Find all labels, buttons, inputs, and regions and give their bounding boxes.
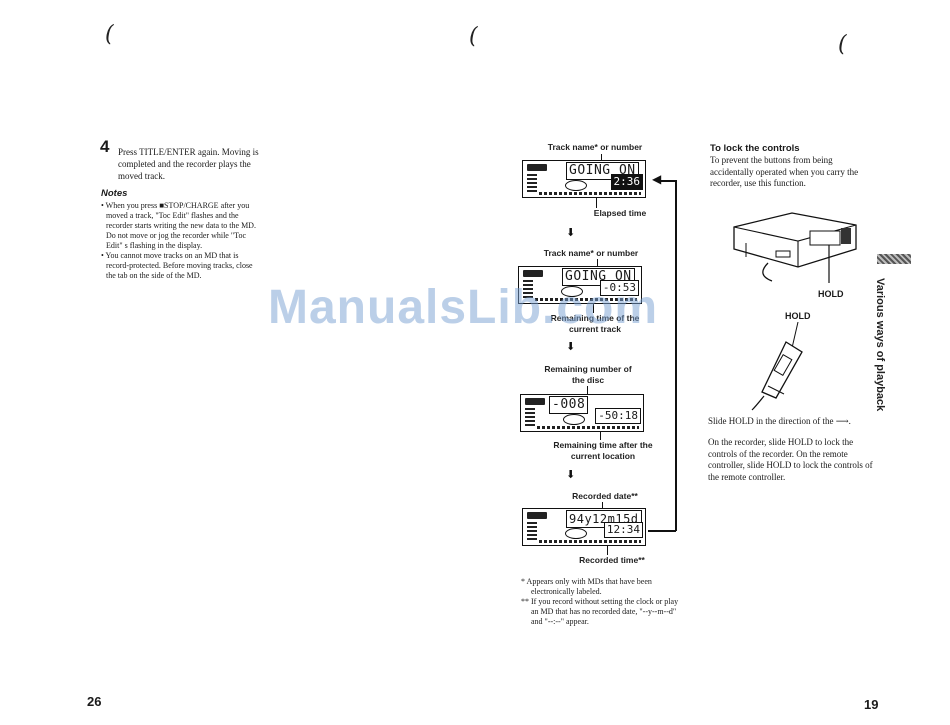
section-tab-marker (877, 254, 911, 264)
caption-track-name-2: Track name* or number (543, 248, 639, 258)
caption-remaining-number: Remaining number of the disc (544, 364, 632, 385)
lock-controls-intro: To prevent the buttons from being accide… (710, 155, 859, 188)
note-item: • You cannot move tracks on an MD that i… (101, 251, 253, 280)
caption-recorded-time: Recorded time** (579, 555, 645, 565)
notes-title: Notes (101, 188, 128, 199)
lcd-display-elapsed: GOING ON 2:36 (522, 160, 646, 198)
scan-mark-center: ( (469, 24, 478, 49)
lock-controls-title: To lock the controls (710, 143, 800, 154)
lcd-time: -50:18 (595, 408, 641, 424)
remote-controller-illustration (751, 322, 803, 411)
scan-mark-right: ( (838, 32, 847, 57)
on-recorder-text: On the recorder, slide HOLD to lock the … (708, 437, 873, 482)
slide-hold-text: Slide HOLD in the direction of the ⟶. (708, 416, 851, 426)
notes-list: • When you press ■STOP/CHARGE after you … (101, 201, 259, 281)
caption-elapsed-time: Elapsed time (593, 208, 647, 218)
caption-remaining-time: Remaining time of the current track (550, 313, 640, 334)
lcd-display-remaining-track: GOING ON -0:53 (518, 266, 642, 304)
recorder-illustration (733, 212, 857, 283)
lcd-display-recorded-date: 94y12m15d 12:34 (522, 508, 646, 546)
page-number-left: 26 (87, 694, 102, 709)
footnote: * Appears only with MDs that have been e… (521, 577, 652, 596)
page-number-right: 19 (864, 697, 879, 712)
diagram-footnotes: * Appears only with MDs that have been e… (521, 577, 681, 627)
section-side-title: Various ways of playback (874, 278, 886, 412)
caption-track-name-1: Track name* or number (547, 142, 643, 152)
note-item: • When you press ■STOP/CHARGE after you … (101, 201, 256, 250)
lcd-time: 12:34 (603, 522, 643, 538)
footnote: ** If you record without setting the clo… (521, 597, 679, 626)
down-arrow-icon: ⬇ (566, 340, 576, 353)
watermark: ManualsLib.com (268, 281, 659, 334)
lcd-main-text: -008 (549, 396, 589, 414)
hold-label-remote: HOLD (785, 311, 811, 321)
hold-label-recorder: HOLD (818, 289, 844, 299)
caption-remaining-after: Remaining time after the current locatio… (553, 440, 653, 461)
scan-mark-left: ( (105, 22, 114, 47)
caption-recorded-date: Recorded date** (572, 491, 638, 501)
down-arrow-icon: ⬇ (566, 226, 576, 239)
lcd-display-remaining-number: -008 -50:18 (520, 394, 644, 432)
step-text: Press TITLE/ENTER again. Moving is compl… (118, 147, 259, 181)
left-arrow-icon: ◀ (652, 172, 662, 186)
loop-connector (675, 180, 677, 531)
lcd-time: 2:36 (610, 174, 643, 190)
step-number: 4 (100, 137, 110, 156)
down-arrow-icon: ⬇ (566, 468, 576, 481)
lcd-time: -0:53 (599, 280, 639, 296)
